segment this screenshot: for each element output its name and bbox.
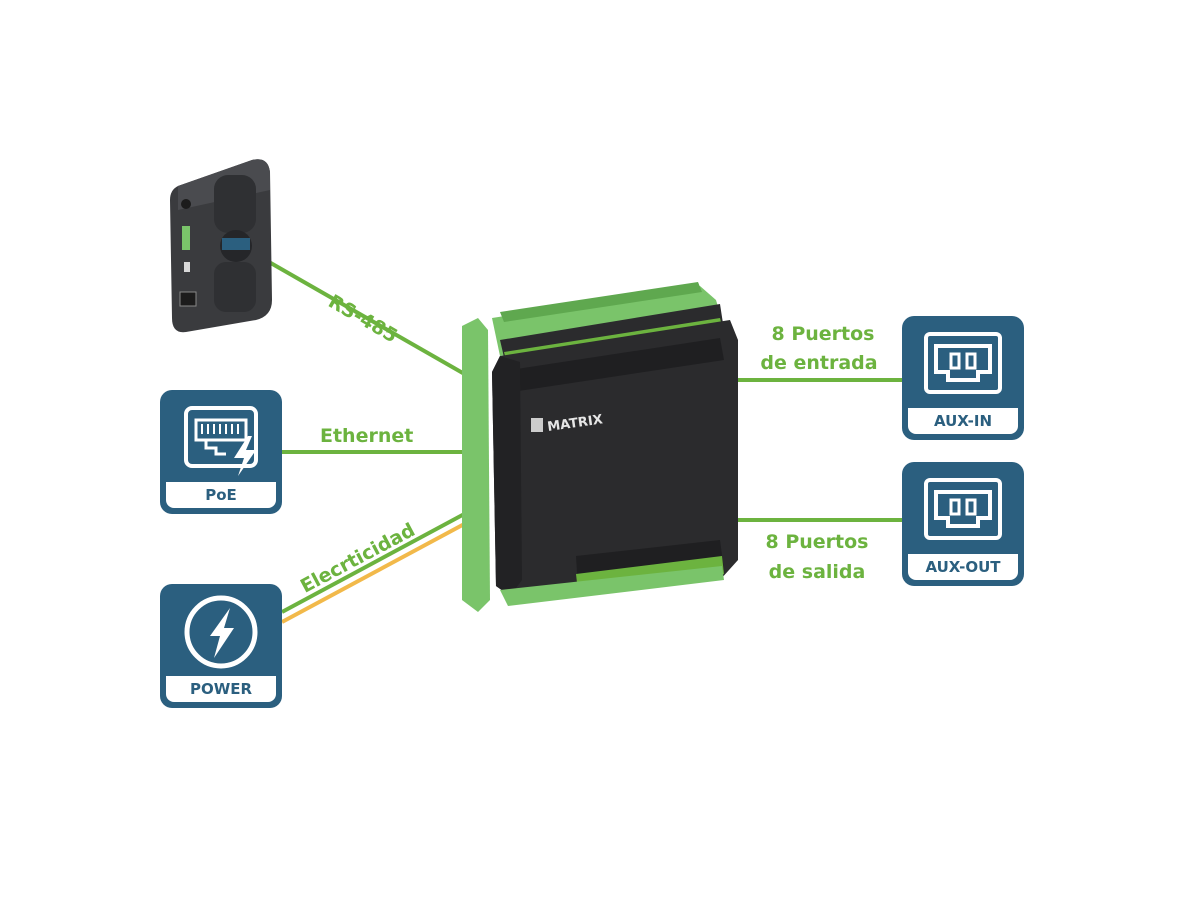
reader-device [170, 159, 272, 333]
inputs-label-line2: de entrada [760, 352, 878, 374]
outputs-label-line2: de salida [768, 561, 866, 583]
aux-in-label: AUX-IN [908, 408, 1018, 434]
aux-out-label: AUX-OUT [908, 554, 1018, 580]
electricity-line-green [281, 510, 469, 614]
electricity-line-orange [281, 520, 469, 624]
outputs-label-line1: 8 Puertos [765, 531, 869, 553]
rs485-line [261, 256, 469, 378]
ethernet-label: Ethernet [320, 425, 414, 447]
power-label: POWER [166, 676, 276, 702]
aux-in-tile: AUX-IN [902, 316, 1024, 440]
poe-tile: PoE [160, 390, 282, 514]
lightning-icon [184, 595, 258, 669]
controller-logo-mark [531, 418, 543, 432]
connector-icon [924, 332, 1002, 394]
connector-icon [924, 478, 1002, 540]
aux-out-tile: AUX-OUT [902, 462, 1024, 586]
reader-brand-plate [222, 238, 250, 250]
poe-label: PoE [166, 482, 276, 508]
ethernet-power-icon [184, 406, 258, 476]
controller-device: MATRIX [462, 282, 738, 612]
inputs-label-line1: 8 Puertos [771, 323, 875, 345]
power-tile: POWER [160, 584, 282, 708]
